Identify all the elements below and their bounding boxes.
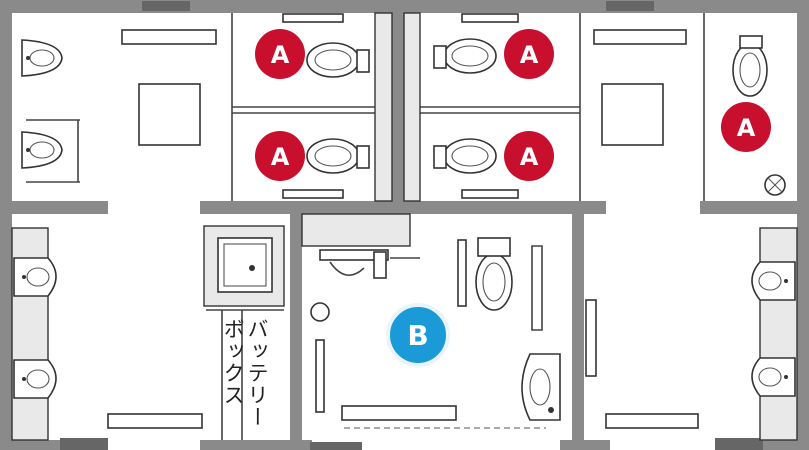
badge-a-label: A bbox=[271, 143, 290, 171]
badge-b: B bbox=[386, 303, 450, 367]
sink-fixture bbox=[751, 261, 796, 301]
urinal-fixture bbox=[21, 39, 63, 77]
room-bottom-left bbox=[11, 225, 285, 441]
sink-fixture bbox=[521, 353, 561, 421]
toilet-fixture bbox=[282, 13, 370, 78]
badge-b-label: B bbox=[407, 319, 428, 352]
battery-box-label-line2: ボックス bbox=[221, 318, 245, 406]
badge-a-label: A bbox=[520, 41, 539, 69]
sink-fixture bbox=[13, 359, 57, 399]
room-bottom-center bbox=[301, 213, 561, 429]
toilet-fixture bbox=[433, 138, 519, 199]
toilet-fixture bbox=[475, 237, 513, 311]
badge-a: A bbox=[504, 131, 554, 181]
toilet-fixture bbox=[732, 35, 786, 196]
badge-a: A bbox=[721, 102, 771, 152]
room-top-right bbox=[403, 12, 786, 202]
sink-fixture bbox=[13, 257, 57, 297]
toilet-fixture bbox=[433, 13, 519, 74]
urinal-fixture bbox=[21, 119, 80, 183]
badge-a-label: A bbox=[520, 143, 539, 171]
room-top-left bbox=[21, 12, 393, 202]
badge-a: A bbox=[255, 131, 305, 181]
badge-a-label: A bbox=[271, 41, 290, 69]
toilet-fixture bbox=[282, 138, 370, 199]
badge-a: A bbox=[255, 29, 305, 79]
badge-a: A bbox=[504, 29, 554, 79]
badge-a-label: A bbox=[737, 114, 756, 142]
room-bottom-right bbox=[585, 227, 798, 441]
sink-fixture bbox=[751, 357, 796, 397]
battery-box-label-line1: バッテリー bbox=[245, 318, 269, 428]
